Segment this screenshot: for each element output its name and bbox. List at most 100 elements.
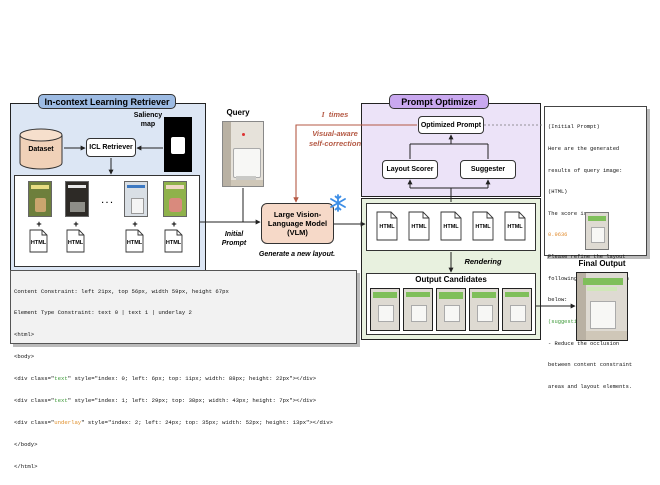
saliency-map: [164, 117, 192, 172]
document-icon: [125, 229, 144, 253]
prompt-line: (Initial Prompt): [548, 124, 600, 131]
generated-html-doc-5: HTML: [504, 211, 526, 241]
code-fragment: " style="index: 2; left: 24px; top: 35px…: [81, 418, 333, 426]
document-icon: [29, 229, 48, 253]
self-correction-label-1: Visual-aware: [312, 129, 358, 138]
final-output-title: Final Output: [578, 259, 626, 268]
code-line: <body>: [14, 353, 35, 361]
code-fragment: " style="index: 1; left: 29px; top: 38px…: [67, 397, 317, 405]
dataset-icon: [19, 128, 63, 170]
code-line: <div class="text" style="index: 1; left:…: [14, 397, 333, 404]
html-label: HTML: [475, 224, 491, 230]
document-icon: [440, 211, 462, 241]
rendering-label: Rendering: [464, 257, 502, 266]
retriever-title: In-context Learning Retriever: [38, 94, 176, 109]
initial-prompt-label-1: Initial: [224, 231, 244, 238]
document-icon: [408, 211, 430, 241]
candidate-thumb-3: [436, 288, 466, 331]
example-html-doc-1: HTML: [29, 229, 48, 253]
vlm-box: Large Vision- Language Model (VLM): [261, 203, 334, 244]
examples-ellipsis: . . .: [101, 196, 113, 205]
code-fragment: <div class=": [14, 418, 55, 426]
generated-html-doc-4: HTML: [472, 211, 494, 241]
saliency-label-1: Saliency: [133, 112, 163, 119]
html-label: HTML: [411, 224, 427, 230]
query-image: [222, 121, 264, 187]
prompt-line: Please refine the layout: [548, 254, 626, 261]
vlm-line-3: (VLM): [287, 228, 308, 237]
prompt-line: (HTML): [548, 189, 568, 196]
code-class-text: text: [54, 375, 68, 383]
output-candidates-title: Output Candidates: [415, 275, 487, 284]
vlm-line-1: Large Vision-: [273, 210, 322, 219]
example-thumb-1: [28, 181, 52, 217]
self-correction-label-2: self-correction: [308, 139, 362, 148]
iteration-symbol: I: [321, 110, 325, 119]
prompt-line: results of query image:: [548, 167, 623, 174]
html-label: HTML: [165, 240, 182, 246]
optimized-prompt-box: Optimized Prompt: [418, 116, 484, 134]
prompt-text: (Initial Prompt) Here are the generated …: [548, 110, 632, 405]
code-class-underlay: underlay: [54, 418, 82, 426]
generated-html-doc-2: HTML: [408, 211, 430, 241]
html-label: HTML: [443, 224, 459, 230]
saliency-label-2: map: [140, 121, 156, 128]
html-label: HTML: [126, 240, 143, 246]
code-line: Content Constraint: left 21px, top 56px,…: [14, 287, 229, 295]
code-line: <div class="underlay" style="index: 2; l…: [14, 419, 333, 426]
snowflake-icon: [330, 194, 346, 212]
code-line: </html>: [14, 462, 38, 470]
html-label: HTML: [67, 240, 84, 246]
prompt-line: Here are the generated: [548, 146, 620, 153]
candidate-thumb-1: [370, 288, 400, 331]
code-panel: [10, 270, 357, 344]
suggester-box: Suggester: [460, 160, 516, 179]
code-line: <html>: [14, 331, 35, 339]
example-html-doc-2: HTML: [66, 229, 85, 253]
prompt-line: areas and layout elements.: [548, 383, 633, 390]
document-icon: [472, 211, 494, 241]
initial-prompt-label-2: Prompt: [221, 240, 247, 247]
plus-icon: +: [36, 219, 42, 229]
vlm-caption: Generate a new layout.: [258, 251, 336, 258]
icl-retriever-box: ICL Retriever: [86, 138, 136, 157]
document-icon: [376, 211, 398, 241]
example-html-doc-3: HTML: [125, 229, 144, 253]
candidate-thumb-5: [502, 288, 532, 331]
code-line: <div class="text" style="index: 0; left:…: [14, 375, 333, 382]
html-label: HTML: [30, 240, 47, 246]
plus-icon: +: [132, 219, 138, 229]
document-icon: [66, 229, 85, 253]
prompt-line: below:: [548, 297, 568, 304]
candidate-thumb-4: [469, 288, 499, 331]
example-thumb-2: [65, 181, 89, 217]
example-thumb-4: [163, 181, 187, 217]
prompt-score: 0.9636: [548, 232, 568, 239]
code-line: Element Type Constraint: text 0 | text 1…: [14, 309, 192, 317]
dataset-label: Dataset: [28, 146, 54, 153]
example-thumb-3: [124, 181, 148, 217]
prompt-line: between content constraint: [548, 362, 633, 369]
example-html-doc-4: HTML: [164, 229, 183, 253]
generated-html-doc-3: HTML: [440, 211, 462, 241]
html-label: HTML: [379, 224, 395, 230]
code-line: </body>: [14, 440, 38, 448]
saliency-blob: [171, 137, 185, 154]
candidate-thumb-2: [403, 288, 433, 331]
code-text: Content Constraint: left 21px, top 56px,…: [14, 273, 333, 485]
vlm-line-2: Language Model: [267, 219, 328, 228]
document-icon: [164, 229, 183, 253]
code-class-text: text: [54, 397, 68, 405]
iteration-word: times: [328, 110, 349, 119]
html-label: HTML: [507, 224, 523, 230]
query-title: Query: [226, 108, 250, 117]
optimizer-title: Prompt Optimizer: [389, 94, 489, 109]
prompt-suggestion: (suggestion): [548, 318, 587, 325]
iteration-count-label: I times: [312, 110, 358, 119]
plus-icon: +: [171, 219, 177, 229]
document-icon: [504, 211, 526, 241]
prompt-line: - Reduce the occlusion: [548, 340, 620, 347]
code-fragment: <div class=": [14, 375, 55, 383]
framework-diagram: In-context Learning Retriever Dataset IC…: [10, 94, 647, 470]
code-fragment: <div class=": [14, 397, 55, 405]
